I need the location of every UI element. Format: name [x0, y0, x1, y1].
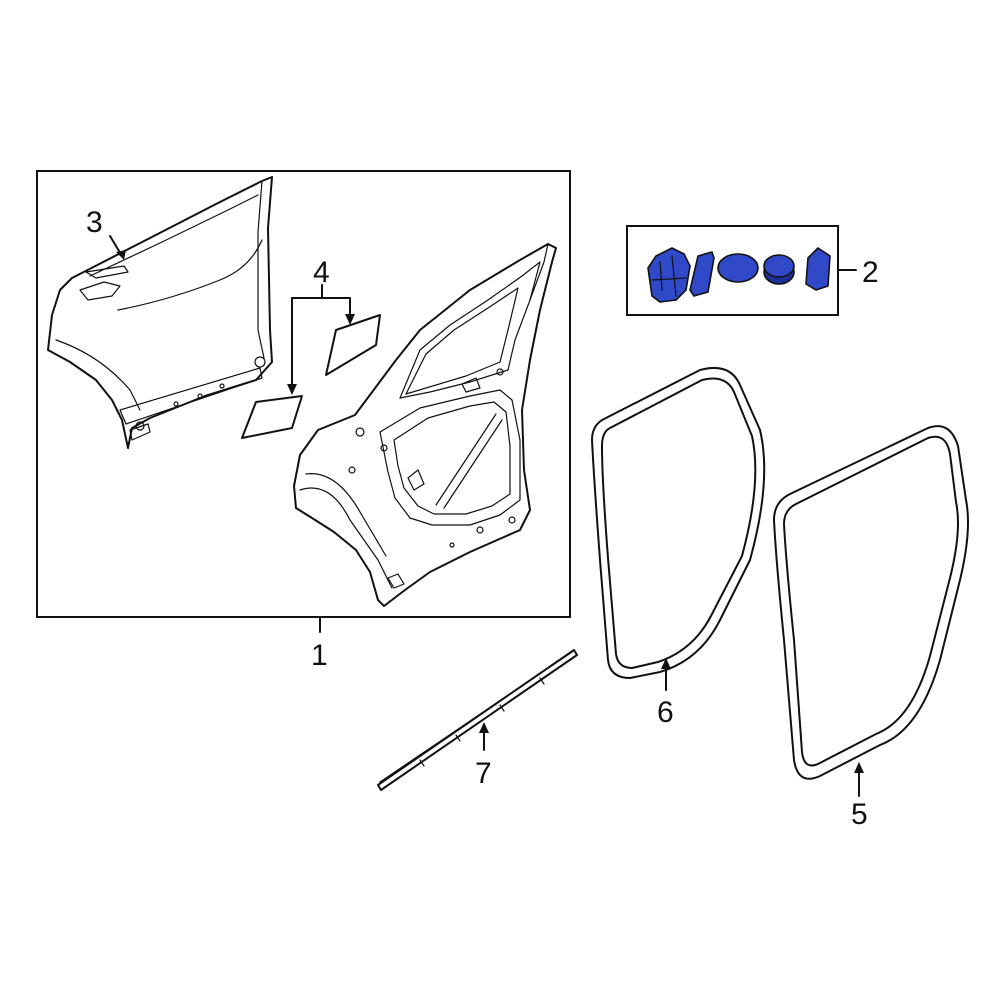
door-weatherstrip-inner[interactable] [591, 366, 766, 679]
inner-door-shell[interactable] [293, 243, 557, 607]
insulator-pad-upper[interactable] [325, 314, 381, 376]
hardware-kit[interactable] [647, 247, 831, 303]
callout-5: 5 [851, 798, 868, 831]
callout-2: 2 [862, 256, 879, 289]
callout-3: 3 [86, 206, 103, 239]
door-assembly-group-box [36, 170, 571, 618]
callout-6: 6 [657, 696, 674, 729]
door-weatherstrip-outer[interactable] [773, 425, 969, 780]
belt-molding-strip[interactable] [377, 649, 578, 791]
outer-door-panel[interactable] [47, 176, 273, 449]
leader-lines [109, 235, 864, 797]
callout-1: 1 [311, 639, 328, 672]
callout-7: 7 [475, 757, 492, 790]
callout-4: 4 [313, 256, 330, 289]
insulator-pad-lower[interactable] [241, 395, 303, 439]
